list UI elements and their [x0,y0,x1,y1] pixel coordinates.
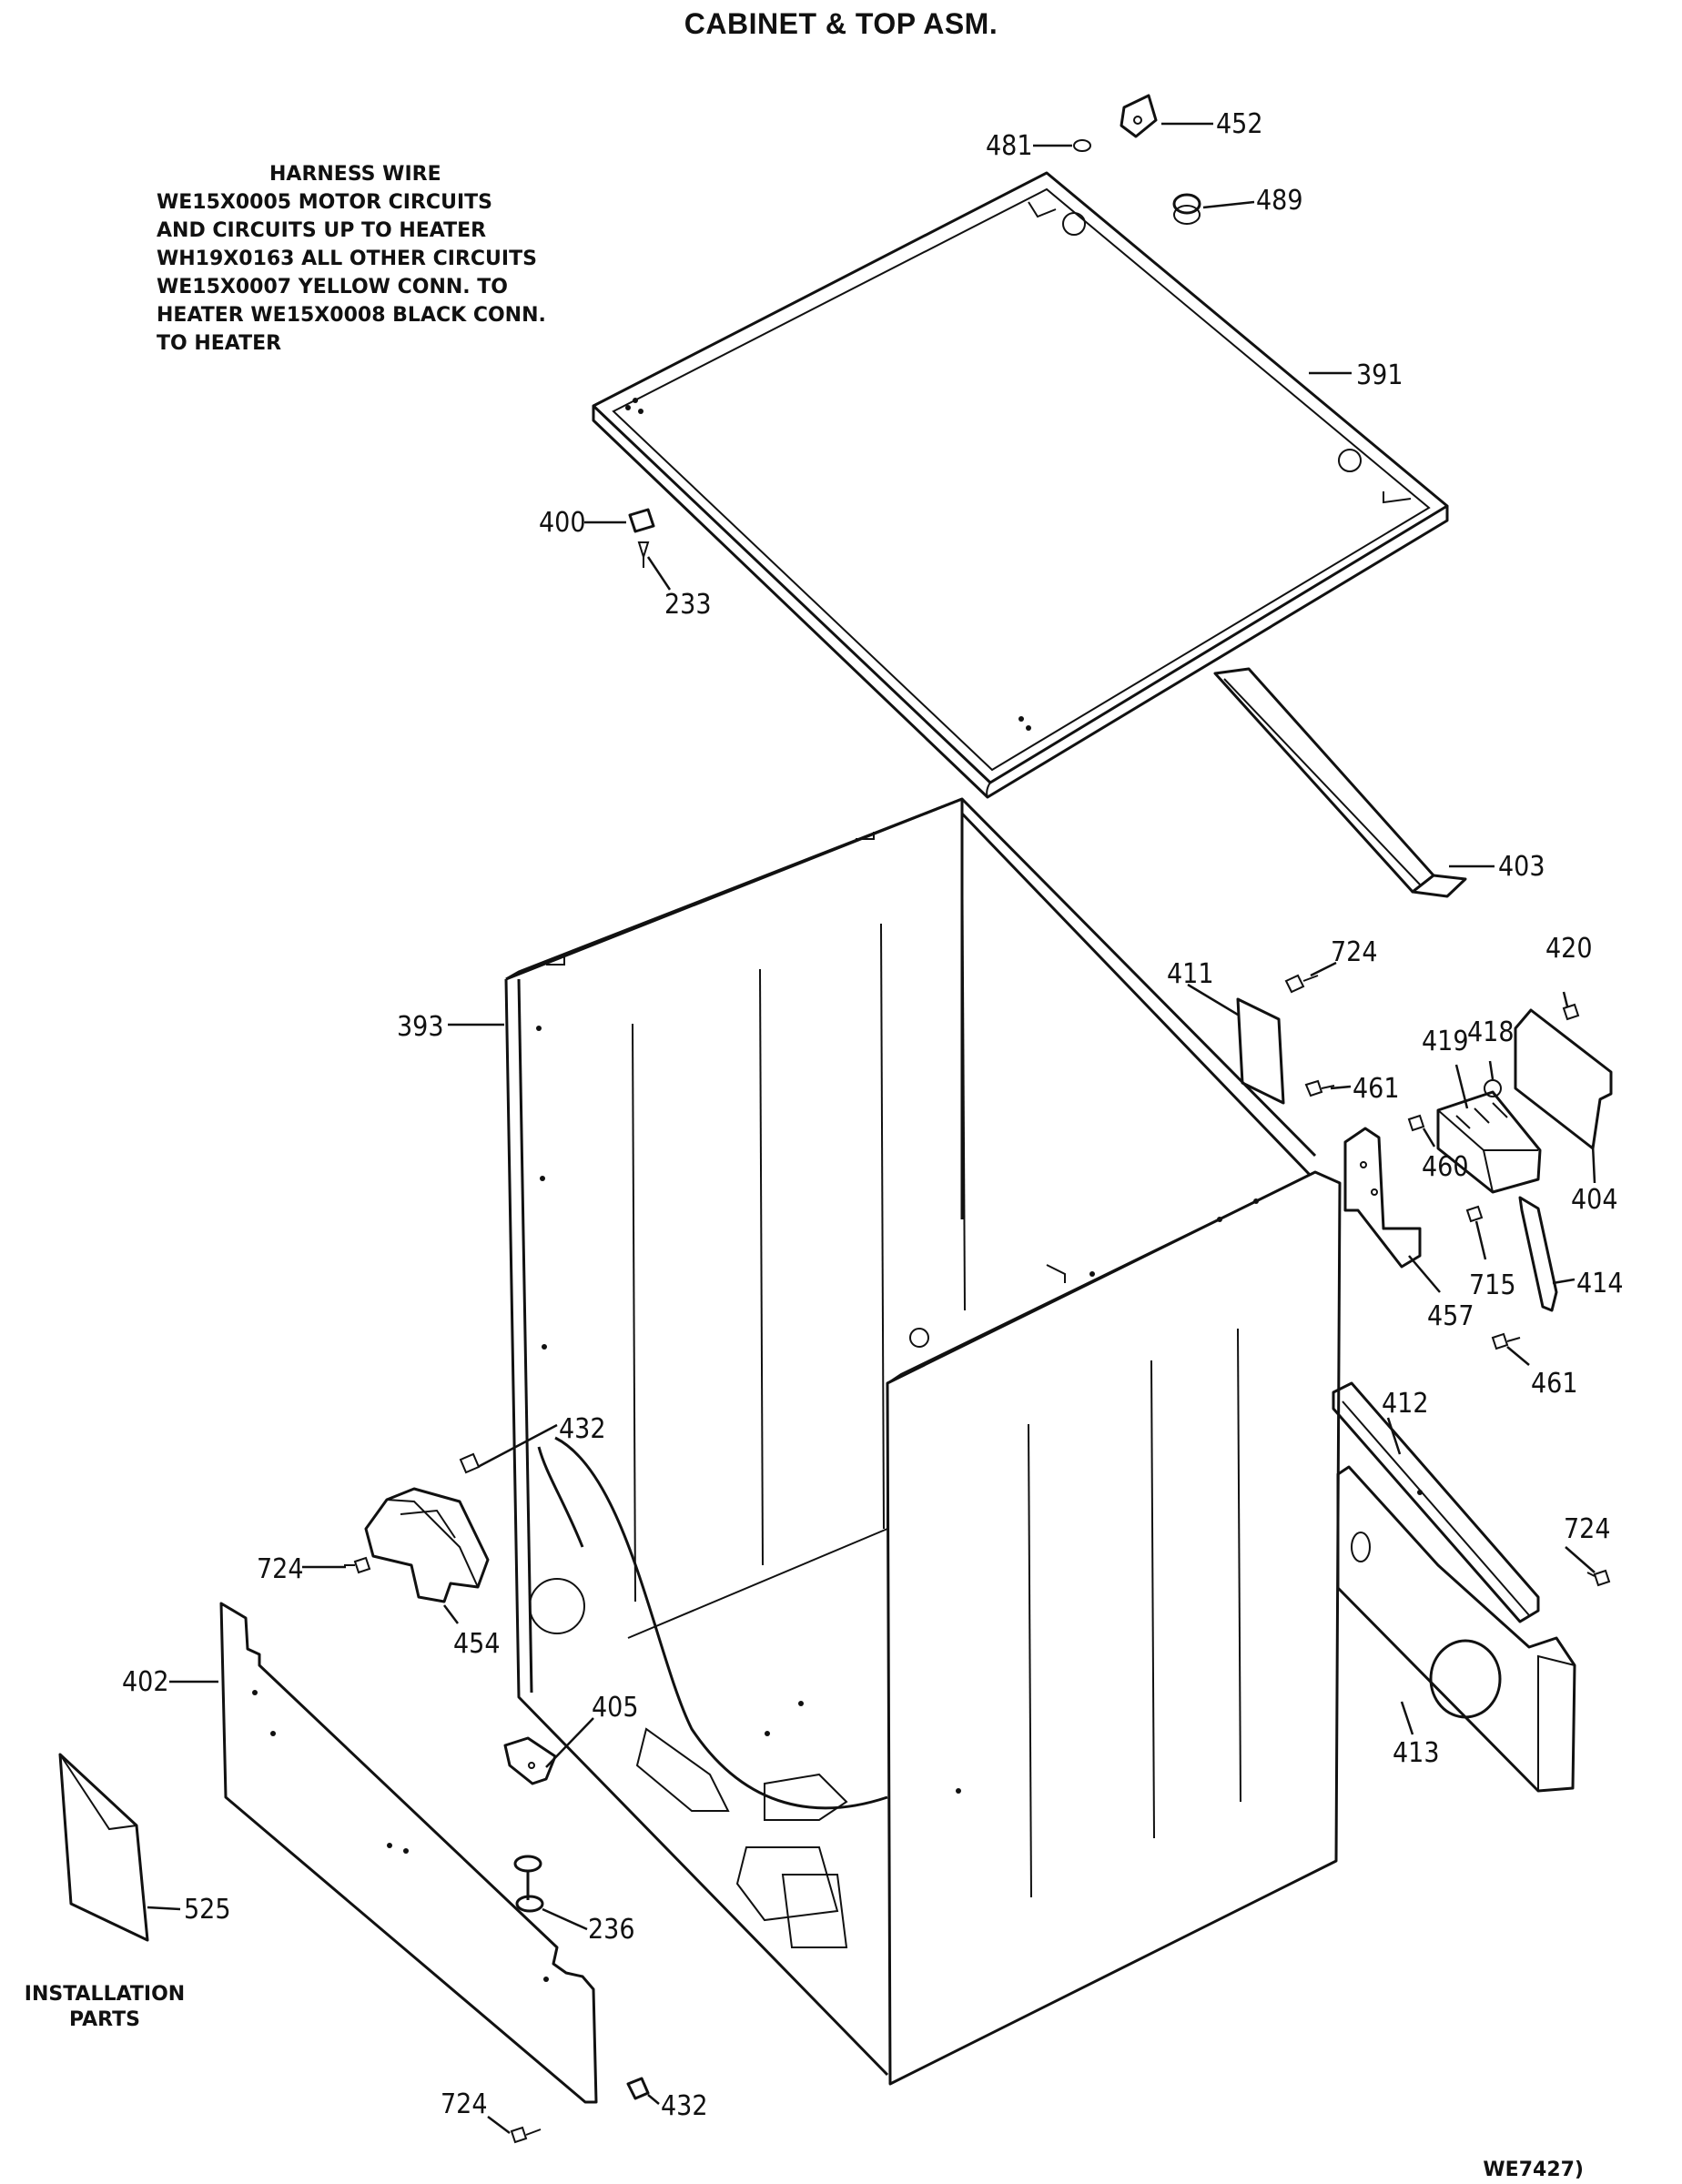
callout-432-upper: 432 [559,1413,606,1445]
harness-note-line: HEATER WE15X0008 BLACK CONN. [157,304,546,327]
callout-403: 403 [1498,851,1545,883]
callout-418: 418 [1467,1016,1515,1048]
page-title: CABINET & TOP ASM. [684,7,998,40]
callout-489: 489 [1256,185,1303,217]
callout-432-lower: 432 [661,2090,708,2122]
callout-420: 420 [1545,933,1593,965]
top-small-parts[interactable] [628,94,1201,568]
harness-note-line: WE15X0005 MOTOR CIRCUITS [157,191,492,214]
callout-457: 457 [1427,1300,1474,1332]
callout-724-right: 724 [1564,1513,1611,1545]
callout-525: 525 [184,1894,231,1926]
callout-404: 404 [1571,1184,1618,1216]
right-side-parts[interactable] [1236,974,1613,1793]
callout-452: 452 [1216,108,1263,140]
harness-note-line: WH19X0163 ALL OTHER CIRCUITS [157,248,537,270]
callout-715: 715 [1469,1269,1516,1301]
callout-labels: 481 452 489 391 400 233 403 724 411 420 … [122,108,1624,2122]
cabinet-part[interactable] [504,797,1342,2086]
callout-236: 236 [588,1914,635,1946]
callout-481: 481 [986,130,1033,162]
callout-724-bottom: 724 [441,2088,488,2120]
callout-724-left: 724 [257,1553,304,1585]
harness-note-line: AND CIRCUITS UP TO HEATER [157,219,487,242]
callout-391: 391 [1356,359,1403,391]
harness-wire-note: HARNESS WIRE WE15X0005 MOTOR CIRCUITS AN… [157,160,630,358]
callout-411: 411 [1167,958,1214,990]
callout-461-upper: 461 [1353,1073,1400,1105]
callout-400: 400 [539,507,586,539]
callout-405: 405 [592,1692,639,1724]
callout-724-upper: 724 [1331,936,1378,968]
harness-note-line: WE15X0007 YELLOW CONN. TO [157,276,508,298]
callout-414: 414 [1576,1268,1624,1299]
rear-trim-strip-part[interactable] [1213,667,1467,898]
drawing-code: WE7427) [1483,2159,1584,2181]
callout-393: 393 [397,1011,444,1043]
installation-label-line: INSTALLATION [24,1983,186,2006]
callout-454: 454 [453,1628,501,1660]
callout-412: 412 [1382,1388,1429,1420]
leader-lines [147,122,1596,2134]
callout-233: 233 [664,589,712,621]
harness-note-line: TO HEATER [157,332,282,355]
callout-461-lower: 461 [1531,1368,1578,1400]
harness-note-heading: HARNESS WIRE [269,163,441,186]
callout-419: 419 [1422,1026,1469,1057]
callout-413: 413 [1393,1737,1440,1769]
callout-460: 460 [1422,1151,1469,1183]
top-cover-part[interactable] [592,171,1449,799]
installation-parts-label: INSTALLATION PARTS [9,1982,200,2033]
front-bottom-parts[interactable] [58,1452,650,2144]
installation-label-line: PARTS [69,2008,140,2031]
callout-402: 402 [122,1666,169,1698]
